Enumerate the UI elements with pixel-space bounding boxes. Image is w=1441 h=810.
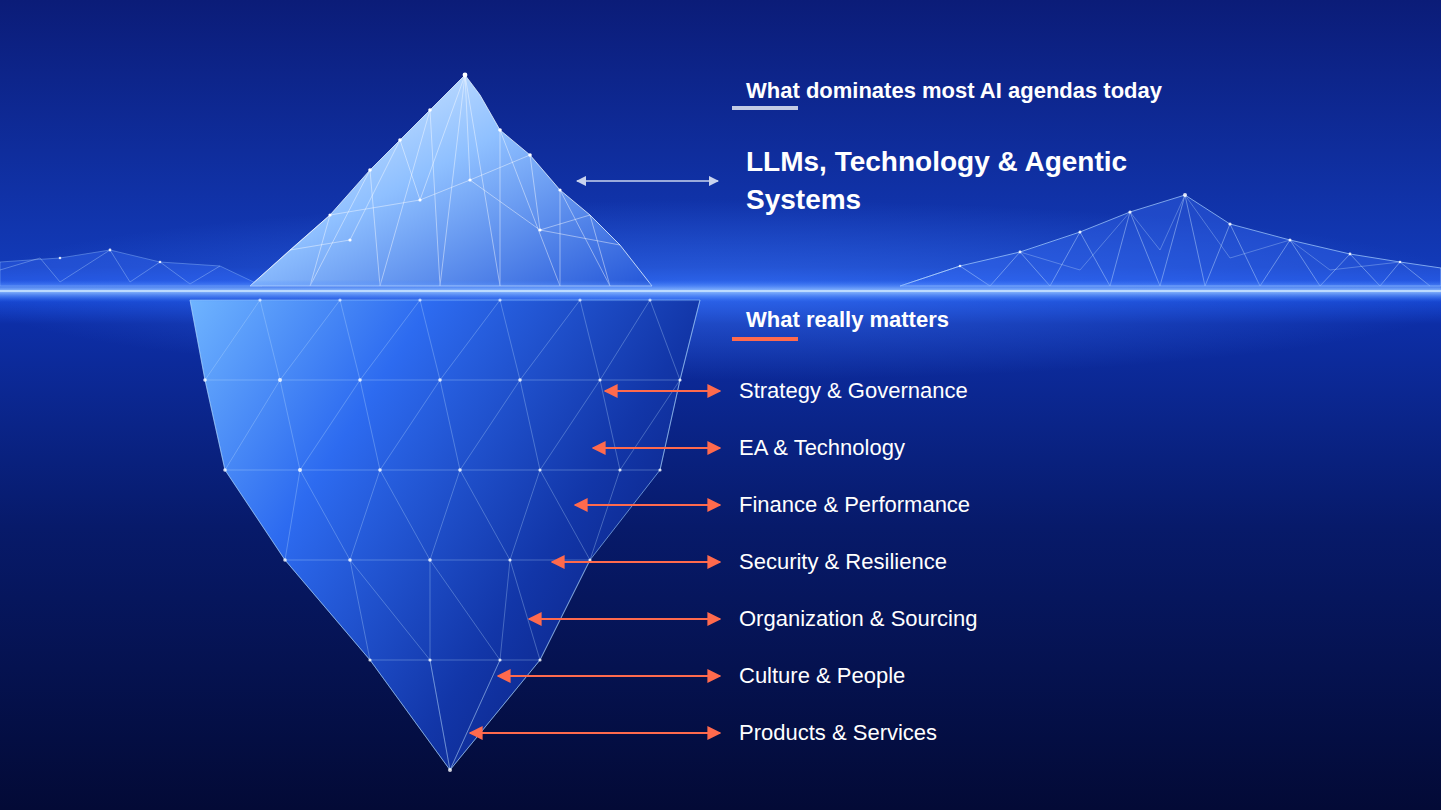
section-heading: What dominates most AI agendas today (746, 78, 1162, 104)
factor-label: Organization & Sourcing (739, 606, 977, 632)
factor-label: Products & Services (739, 720, 937, 746)
section-heading: What really matters (746, 307, 949, 333)
factor-label: EA & Technology (739, 435, 905, 461)
factor-label: Security & Resilience (739, 549, 947, 575)
factor-label: Culture & People (739, 663, 905, 689)
factor-label: Strategy & Governance (739, 378, 968, 404)
factor-label: Finance & Performance (739, 492, 970, 518)
tip-label: LLMs, Technology & Agentic Systems (746, 143, 1166, 219)
